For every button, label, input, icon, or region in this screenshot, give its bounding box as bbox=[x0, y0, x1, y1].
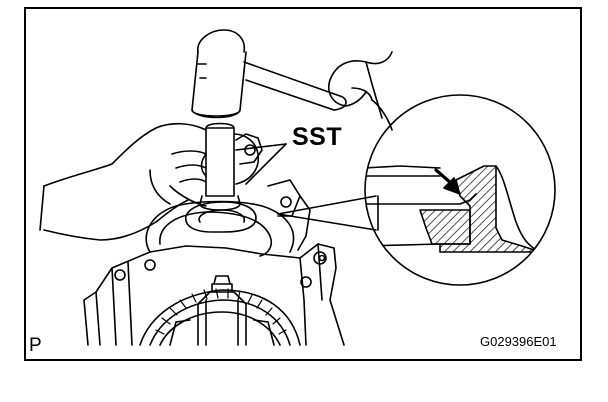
hand-icon bbox=[39, 122, 260, 241]
pointer-arrow-icon bbox=[434, 168, 461, 195]
special-service-tool-icon bbox=[199, 122, 263, 211]
sst-leader-lines bbox=[235, 143, 287, 185]
transaxle-housing-icon bbox=[83, 243, 345, 346]
hand-icon-right bbox=[328, 51, 393, 131]
corner-mark: P bbox=[29, 335, 42, 356]
case-bore bbox=[145, 179, 311, 257]
magnifier-callout-icon bbox=[277, 94, 556, 286]
sst-label: SST bbox=[292, 123, 343, 151]
figure-code: G029396E01 bbox=[480, 334, 557, 349]
hammer-icon bbox=[191, 29, 347, 119]
